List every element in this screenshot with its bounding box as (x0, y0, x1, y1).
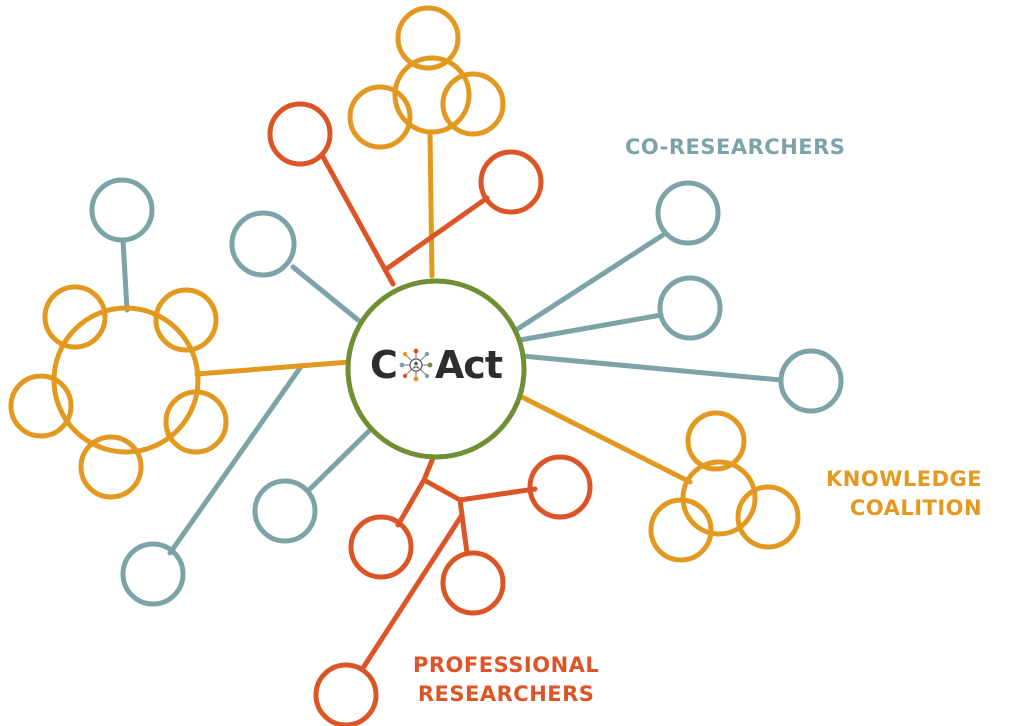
professional-researchers-links (319, 152, 538, 671)
knowledge-coalition-left-cluster (8, 284, 229, 500)
node-teal-right-3 (778, 348, 844, 414)
node-orange-right-4 (735, 484, 801, 550)
link-red-bottom-branch-2 (421, 477, 463, 503)
logo-suffix: Act (434, 343, 503, 387)
node-orange-top-3 (347, 84, 413, 150)
link-teal-right-3 (519, 353, 784, 383)
knowledge-coalition-links (194, 130, 693, 485)
professional-researchers-line1: PROFESSIONAL (413, 653, 600, 677)
link-red-top-branch (382, 195, 490, 273)
co-researchers-nodes (89, 177, 844, 607)
link-teal-top-left (290, 264, 361, 323)
node-red-top-right (478, 149, 544, 215)
link-red-bottom-branch-1 (395, 477, 427, 528)
link-red-bottom-branch-3 (457, 486, 538, 503)
link-orange-top (427, 130, 435, 279)
node-teal-far-left (89, 177, 155, 243)
node-orange-left-4 (163, 389, 229, 455)
knowledge-coalition-label: KNOWLEDGE COALITION (826, 465, 982, 523)
link-orange-left (194, 359, 353, 377)
professional-researchers-line2: RESEARCHERS (417, 682, 595, 706)
node-orange-top-1 (395, 5, 461, 71)
link-teal-lower-left (306, 427, 373, 493)
node-orange-right-3 (648, 497, 714, 563)
node-orange-left-hub (51, 305, 201, 455)
coact-logo: C Act (351, 335, 521, 395)
co-researchers-label: CO-RESEARCHERS (625, 133, 845, 162)
knowledge-coalition-line2: COALITION (849, 496, 983, 520)
node-red-bottom-4 (313, 662, 379, 726)
node-red-bottom-3 (440, 550, 506, 616)
node-red-bottom-2 (348, 514, 414, 580)
node-red-top-left (267, 101, 333, 167)
co-researchers-text: CO-RESEARCHERS (625, 135, 846, 159)
professional-researchers-nodes (267, 101, 593, 726)
link-orange-right (517, 393, 693, 485)
node-orange-right-1 (685, 410, 747, 472)
link-teal-far-left-top (120, 237, 130, 313)
node-teal-lower-left (252, 478, 318, 544)
knowledge-coalition-right-cluster (648, 410, 801, 563)
node-teal-right-2 (657, 275, 723, 341)
link-red-bottom-branch-4 (457, 497, 470, 556)
link-teal-long-lower-left (167, 365, 303, 556)
knowledge-coalition-line1: KNOWLEDGE (826, 467, 983, 491)
hub-circle (345, 278, 527, 460)
node-orange-top-center (392, 55, 472, 135)
professional-researchers-label: PROFESSIONAL RESEARCHERS (413, 651, 599, 709)
co-researchers-links (120, 232, 784, 556)
node-teal-top-left (229, 210, 297, 278)
link-red-top (319, 152, 396, 287)
link-teal-right-1 (513, 232, 666, 333)
node-orange-top-4 (440, 71, 506, 137)
node-teal-bottom-left (120, 541, 186, 607)
link-teal-right-2 (517, 312, 664, 343)
knowledge-coalition-top-cluster (347, 5, 506, 150)
node-orange-left-3 (8, 373, 74, 439)
network-person-icon (399, 348, 433, 382)
node-orange-left-5 (78, 434, 144, 500)
link-red-bottom-stem (421, 455, 436, 483)
node-orange-left-2 (153, 287, 219, 353)
node-teal-right-1 (655, 180, 721, 246)
link-red-bottom-long (360, 512, 465, 671)
logo-prefix: C (370, 343, 398, 387)
node-red-bottom-1 (527, 454, 593, 520)
node-orange-left-1 (42, 284, 108, 350)
